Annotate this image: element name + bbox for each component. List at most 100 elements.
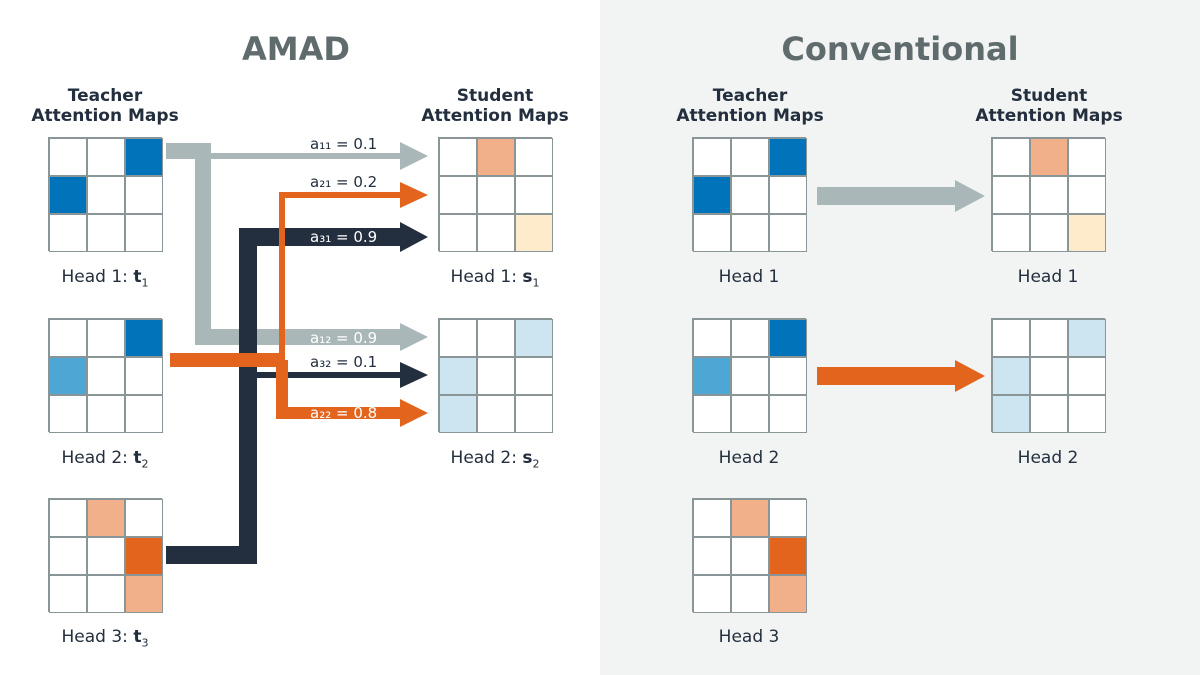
map-cell xyxy=(49,319,87,357)
header-line: Attention Maps xyxy=(975,106,1123,126)
map-cell xyxy=(49,138,87,176)
map-cell xyxy=(1030,214,1068,252)
map-cell xyxy=(1030,176,1068,214)
map-cell xyxy=(693,214,731,252)
map-cell xyxy=(49,214,87,252)
orange-arrowhead-a21 xyxy=(400,182,428,208)
map-cell xyxy=(731,357,769,395)
map-cell xyxy=(87,214,125,252)
navy-wire-teacher3 xyxy=(166,228,400,564)
weight-label-a21: a₂₁ = 0.2 xyxy=(310,173,377,191)
map-cell xyxy=(125,395,163,433)
map-cell xyxy=(439,214,477,252)
map-cell xyxy=(87,499,125,537)
conv-student-map-2 xyxy=(991,318,1106,433)
caption-variable: s xyxy=(522,267,533,287)
header-line: Teacher xyxy=(67,86,143,106)
map-cell xyxy=(439,176,477,214)
map-cell xyxy=(693,176,731,214)
map-cell xyxy=(1068,319,1106,357)
map-cell xyxy=(769,357,807,395)
conv-teacher-map-2 xyxy=(692,318,807,433)
map-cell xyxy=(693,138,731,176)
map-cell xyxy=(87,395,125,433)
header-line: Student xyxy=(1010,86,1088,106)
map-cell xyxy=(992,395,1030,433)
map-cell xyxy=(515,357,553,395)
map-cell xyxy=(477,176,515,214)
conv-student-map-1 xyxy=(991,137,1106,252)
map-cell xyxy=(87,319,125,357)
map-cell xyxy=(477,138,515,176)
map-cell xyxy=(693,537,731,575)
map-cell xyxy=(1030,395,1068,433)
map-cell xyxy=(515,319,553,357)
header-line: Attention Maps xyxy=(31,106,179,126)
map-cell xyxy=(125,537,163,575)
map-cell xyxy=(992,214,1030,252)
map-cell xyxy=(515,395,553,433)
map-cell xyxy=(693,575,731,613)
gray-arrowhead-a11 xyxy=(400,142,428,170)
map-cell xyxy=(515,138,553,176)
amad-teacher-map-1 xyxy=(48,137,163,252)
map-cell xyxy=(1068,357,1106,395)
amad-teacher-map-2 xyxy=(48,318,163,433)
caption-student-head-2: Head 2: s2 xyxy=(405,448,585,470)
header-line: Teacher xyxy=(712,86,788,106)
map-cell xyxy=(769,575,807,613)
weight-label-a12: a₁₂ = 0.9 xyxy=(310,329,377,347)
caption-prefix: Head 2: xyxy=(450,448,523,468)
weight-label-a31: a₃₁ = 0.9 xyxy=(310,228,377,246)
map-cell xyxy=(769,319,807,357)
map-cell xyxy=(515,214,553,252)
map-cell xyxy=(49,499,87,537)
map-cell xyxy=(992,176,1030,214)
map-cell xyxy=(1068,214,1106,252)
weight-label-a32: a₃₂ = 0.1 xyxy=(310,353,377,371)
gray-arrowhead-a12 xyxy=(400,323,428,351)
map-cell xyxy=(49,537,87,575)
caption-prefix: Head 2: xyxy=(61,448,134,468)
caption-subscript: 2 xyxy=(532,457,540,471)
map-cell xyxy=(87,357,125,395)
caption-variable: t xyxy=(133,267,142,287)
caption-teacher-head-1: Head 1: t1 xyxy=(15,267,195,289)
map-cell xyxy=(125,138,163,176)
map-cell xyxy=(731,138,769,176)
header-line: Attention Maps xyxy=(421,106,569,126)
conv-caption-teacher-head-2: Head 2 xyxy=(718,448,780,468)
conv-orange-arrowhead xyxy=(955,360,985,392)
map-cell xyxy=(769,176,807,214)
map-cell xyxy=(477,214,515,252)
map-cell xyxy=(439,395,477,433)
amad-student-map-1 xyxy=(438,137,553,252)
navy-arrowhead-a31 xyxy=(400,222,428,252)
map-cell xyxy=(515,176,553,214)
gray-wire-teacher1 xyxy=(166,143,400,345)
amad-student-map-2 xyxy=(438,318,553,433)
amad-teacher-map-3 xyxy=(48,498,163,613)
map-cell xyxy=(49,176,87,214)
map-cell xyxy=(693,319,731,357)
caption-variable: t xyxy=(133,448,142,468)
weight-label-a11: a₁₁ = 0.1 xyxy=(310,135,377,153)
orange-branch-a22 xyxy=(276,360,400,419)
map-cell xyxy=(769,537,807,575)
map-cell xyxy=(125,499,163,537)
conv-student-header: Student Attention Maps xyxy=(959,86,1139,126)
map-cell xyxy=(439,138,477,176)
map-cell xyxy=(49,575,87,613)
caption-teacher-head-3: Head 3: t3 xyxy=(15,627,195,649)
amad-student-header: Student Attention Maps xyxy=(405,86,585,126)
map-cell xyxy=(477,319,515,357)
map-cell xyxy=(125,176,163,214)
map-cell xyxy=(125,357,163,395)
caption-variable: t xyxy=(133,627,142,647)
map-cell xyxy=(731,214,769,252)
map-cell xyxy=(439,357,477,395)
map-cell xyxy=(1030,138,1068,176)
weight-label-a22: a₂₂ = 0.8 xyxy=(310,404,377,422)
caption-prefix: Head 1: xyxy=(450,267,523,287)
